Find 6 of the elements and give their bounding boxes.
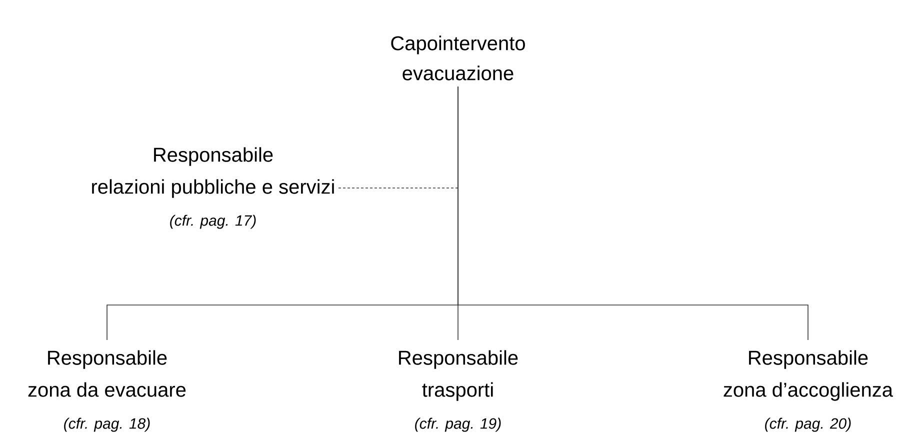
role-label: Responsabile relazioni pubbliche e servizi (cfr. pag. 17) (92, 147, 334, 229)
role-label: Responsabile trasporti (cfr. pag. 19) (399, 350, 518, 432)
role-label: Responsabile zona d’accoglienza (cfr. pag. 20) (724, 350, 893, 432)
role-label: Capointervento evacuazione (391, 36, 525, 80)
role-label: Responsabile zona da evacuare (cfr. pag. 18) (28, 350, 186, 432)
connector-line (458, 86, 808, 340)
